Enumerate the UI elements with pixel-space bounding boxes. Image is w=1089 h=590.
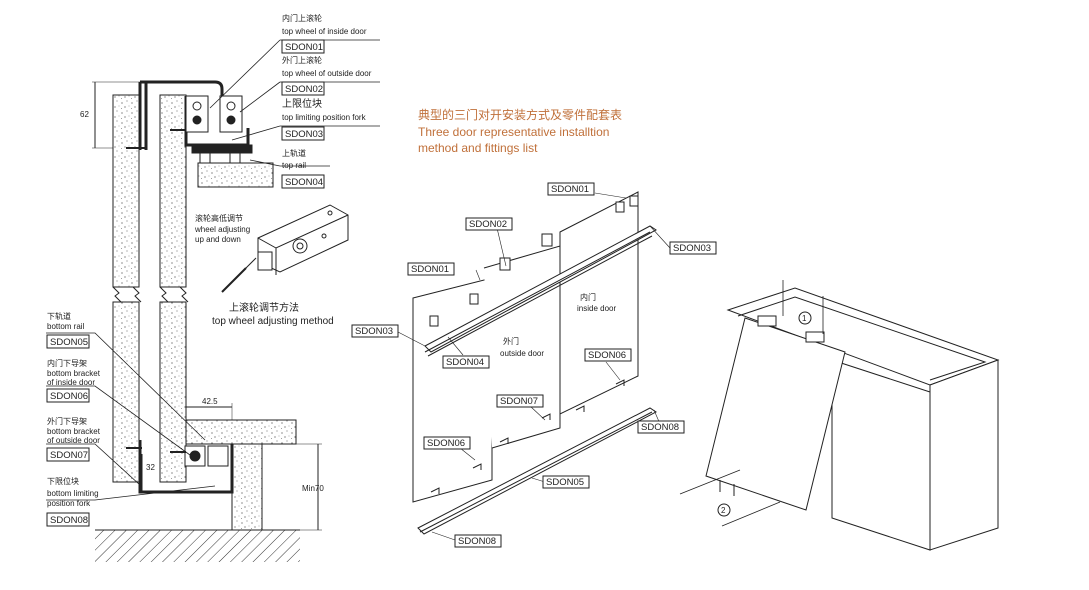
svg-text:SDON05: SDON05 xyxy=(546,477,584,488)
svg-text:下限位块: 下限位块 xyxy=(47,476,79,486)
counter-slab xyxy=(185,419,297,445)
svg-text:SDON01: SDON01 xyxy=(411,264,449,275)
svg-text:SDON02: SDON02 xyxy=(285,84,323,95)
svg-text:SDON04: SDON04 xyxy=(446,357,484,368)
top-rail-block xyxy=(197,162,274,188)
inside-door-cn: 内门 xyxy=(580,292,596,302)
cabinet-side xyxy=(231,443,263,531)
exploded-view xyxy=(397,191,671,541)
svg-text:上限位块: 上限位块 xyxy=(282,97,322,110)
svg-text:SDON06: SDON06 xyxy=(427,438,465,449)
svg-text:SDON02: SDON02 xyxy=(469,219,507,230)
dim-42-5: 42.5 xyxy=(202,397,218,406)
dim-62: 62 xyxy=(80,110,89,119)
svg-text:top rail: top rail xyxy=(282,161,306,170)
svg-text:SDON07: SDON07 xyxy=(50,450,88,461)
svg-text:SDON03: SDON03 xyxy=(355,326,393,337)
title-en-1: Three door representative installtion xyxy=(418,125,609,139)
callout-sdon03: 上限位块 top limiting position fork SDON03 xyxy=(281,97,367,141)
callout-sdon07: 外门下导架 bottom bracket of outside door SDO… xyxy=(46,416,101,462)
svg-text:SDON04: SDON04 xyxy=(285,177,323,188)
callout-sdon08: 下限位块 bottom limiting position fork SDON0… xyxy=(46,476,99,527)
svg-text:top wheel of outside door: top wheel of outside door xyxy=(282,69,372,78)
adjust-en1: wheel adjusting xyxy=(194,225,250,234)
svg-text:SDON03: SDON03 xyxy=(285,129,323,140)
right-door xyxy=(559,191,639,415)
svg-text:SDON01: SDON01 xyxy=(285,42,323,53)
adjust-cn: 滚轮高低调节 xyxy=(195,213,243,223)
title-en-2: method and fittings list xyxy=(418,141,538,155)
svg-text:外门上滚轮: 外门上滚轮 xyxy=(282,55,322,65)
inner-door-panel xyxy=(159,94,187,288)
bottom-rail-profile xyxy=(138,440,234,494)
svg-text:position fork: position fork xyxy=(47,499,91,508)
callout-sdon06: 内门下导架 bottom bracket of inside door SDON… xyxy=(46,358,101,403)
svg-text:SDON01: SDON01 xyxy=(551,184,589,195)
svg-text:SDON06: SDON06 xyxy=(50,391,88,402)
wheel-housing-2 xyxy=(219,95,243,133)
step-1-icon: 1 xyxy=(802,314,807,323)
svg-text:bottom bracket: bottom bracket xyxy=(47,427,101,436)
adjust-en2: up and down xyxy=(195,235,241,244)
adjust-method-en: top wheel adjusting method xyxy=(212,316,334,327)
svg-text:bottom rail: bottom rail xyxy=(47,322,85,331)
svg-text:SDON07: SDON07 xyxy=(500,396,538,407)
callout-sdon05: 下轨道 bottom rail SDON05 xyxy=(46,311,90,349)
svg-text:of inside door: of inside door xyxy=(47,378,95,387)
step-2-icon: 2 xyxy=(721,506,726,515)
svg-text:bottom bracket: bottom bracket xyxy=(47,369,101,378)
cabinet-view xyxy=(679,280,1000,551)
section-view: 62 42.5 32 Min70 xyxy=(46,39,380,562)
svg-text:SDON03: SDON03 xyxy=(673,243,711,254)
top-frame xyxy=(138,80,250,150)
inside-door-en: inside door xyxy=(577,304,616,313)
svg-text:下轨道: 下轨道 xyxy=(47,311,71,321)
svg-text:上轨道: 上轨道 xyxy=(282,148,306,158)
outside-door-cn: 外门 xyxy=(503,336,519,346)
svg-text:top wheel of inside door: top wheel of inside door xyxy=(282,27,367,36)
svg-text:SDON08: SDON08 xyxy=(50,515,88,526)
outside-door-en: outside door xyxy=(500,349,544,358)
svg-text:SDON08: SDON08 xyxy=(641,422,679,433)
svg-text:外门下导架: 外门下导架 xyxy=(47,416,87,426)
adjust-method-cn: 上滚轮调节方法 xyxy=(229,301,299,314)
wheel-housing-1 xyxy=(185,95,209,133)
callout-sdon02: 外门上滚轮 top wheel of outside door SDON02 xyxy=(281,55,372,96)
wheel-adjust-inset xyxy=(221,204,349,293)
left-door xyxy=(412,277,493,503)
svg-text:SDON06: SDON06 xyxy=(588,350,626,361)
dim-min70: Min70 xyxy=(302,484,324,493)
floor-hatch xyxy=(95,530,300,562)
middle-door xyxy=(483,245,561,449)
svg-text:SDON08: SDON08 xyxy=(458,536,496,547)
outer-door-panel xyxy=(112,94,140,288)
svg-text:bottom limiting: bottom limiting xyxy=(47,489,99,498)
callout-sdon04: 上轨道 top rail SDON04 xyxy=(281,148,325,189)
svg-text:内门上滚轮: 内门上滚轮 xyxy=(282,13,322,23)
svg-text:top limiting position fork: top limiting position fork xyxy=(282,113,367,122)
dim-32: 32 xyxy=(146,463,155,472)
svg-text:内门下导架: 内门下导架 xyxy=(47,358,87,368)
tilted-door xyxy=(705,317,846,511)
exploded-labels: SDON01 SDON02 SDON01 SDON03 SDON03 SDON0… xyxy=(351,182,717,548)
svg-text:SDON05: SDON05 xyxy=(50,337,88,348)
callout-sdon01: 内门上滚轮 top wheel of inside door SDON01 xyxy=(281,13,367,54)
svg-text:of outside door: of outside door xyxy=(47,436,100,445)
title-cn: 典型的三门对开安装方式及零件配套表 xyxy=(418,107,622,122)
